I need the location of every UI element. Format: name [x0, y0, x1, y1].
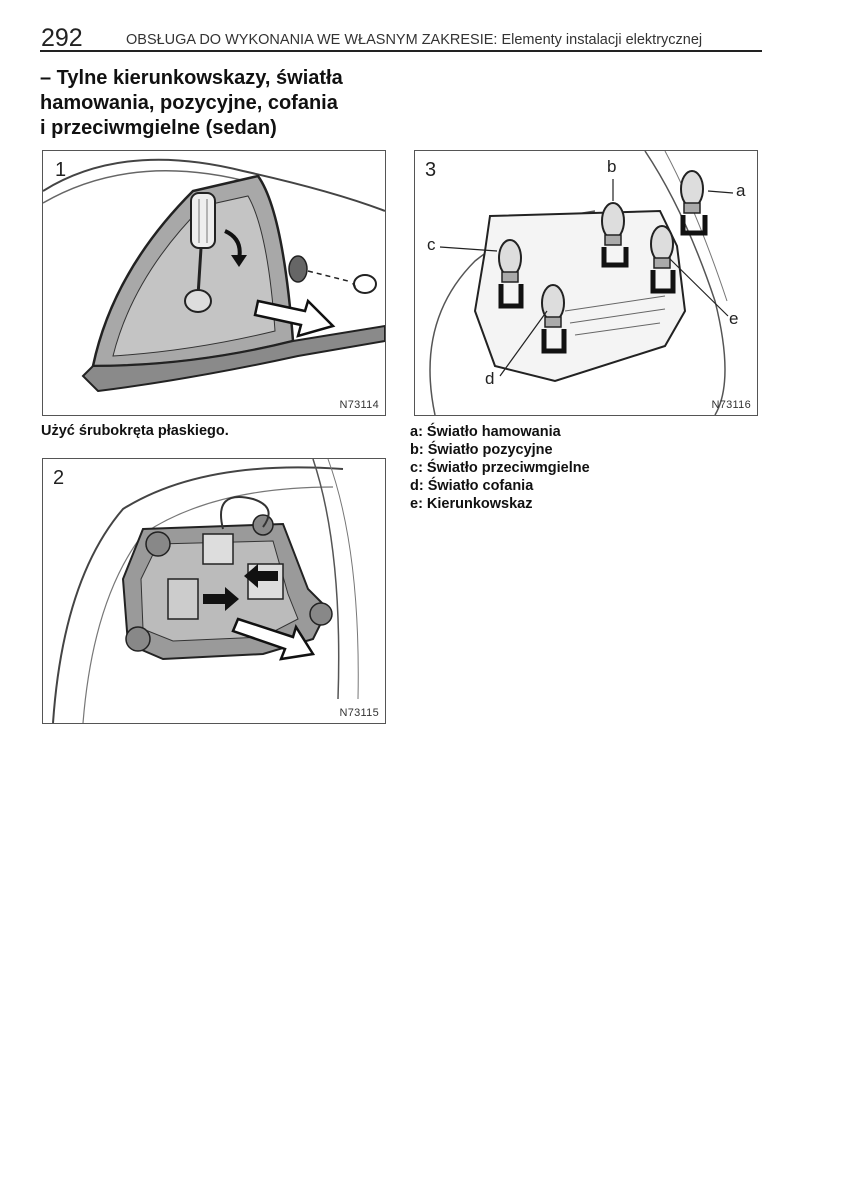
callout-a: a	[736, 181, 746, 200]
callout-b: b	[607, 157, 617, 176]
figure-2-illustration	[52, 459, 359, 723]
figure-1: 1 N73114	[42, 150, 386, 416]
section-title-line: hamowania, pozycyjne, cofania	[40, 92, 338, 114]
callout-e: e	[729, 309, 739, 328]
section-title-line: – Tylne kierunkowskazy, światła	[40, 67, 343, 89]
figure-2: 2 N73115	[42, 458, 386, 724]
legend: a: Światło hamowania b: Światło pozycyjn…	[410, 423, 590, 513]
legend-item: a: Światło hamowania	[410, 424, 561, 440]
figure-1-caption: Użyć śrubokręta płaskiego.	[41, 423, 229, 439]
legend-item: e: Kierunkowskaz	[410, 496, 533, 512]
legend-item: c: Światło przeciwmgielne	[410, 460, 590, 476]
figure-number: 2	[53, 467, 65, 489]
figure-number: 3	[425, 159, 437, 181]
header-rule	[40, 50, 762, 52]
section-title-line: i przeciwmgielne (sedan)	[40, 117, 277, 139]
figure-code: N73114	[339, 399, 379, 411]
legend-item: b: Światło pozycyjne	[410, 442, 553, 458]
figure-code: N73115	[339, 707, 379, 719]
callout-d: d	[485, 369, 495, 388]
figure-3-illustration	[429, 151, 734, 415]
legend-item: d: Światło cofania	[410, 478, 534, 494]
running-head: OBSŁUGA DO WYKONANIA WE WŁASNYM ZAKRESIE…	[126, 32, 703, 48]
figure-3: 3 a b c d e N73116	[414, 150, 758, 416]
figure-1-illustration	[43, 158, 385, 393]
page-number: 292	[41, 24, 83, 52]
section-title: – Tylne kierunkowskazy, światła hamowani…	[40, 66, 400, 141]
callout-c: c	[427, 235, 436, 254]
figure-code: N73116	[711, 399, 751, 411]
figure-number: 1	[55, 159, 67, 181]
